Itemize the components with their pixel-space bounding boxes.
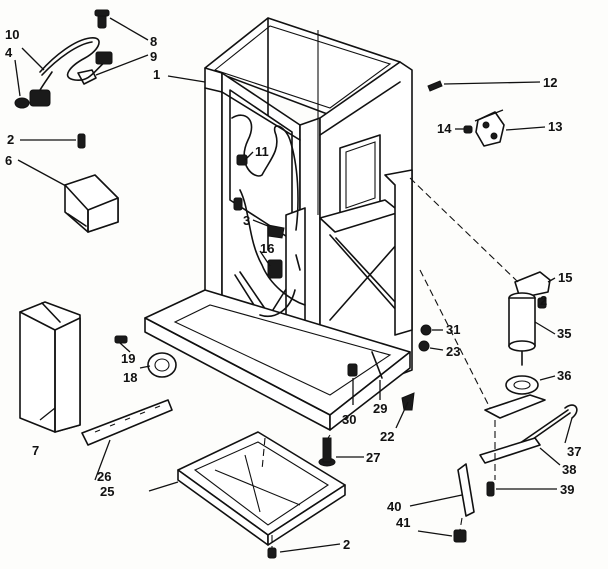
callout-25: 25	[100, 484, 115, 499]
power-cord	[29, 37, 113, 107]
motor-mount-36	[484, 375, 546, 419]
callout-37: 37	[567, 444, 582, 459]
callout-35: 35	[557, 326, 572, 341]
callout-10: 10	[5, 27, 20, 42]
callout-1: 1	[153, 67, 161, 82]
bracket-cover-6	[64, 174, 119, 233]
base-pan-25	[177, 431, 346, 546]
callout-12: 12	[543, 75, 558, 90]
bolt-19	[114, 335, 128, 344]
callout-9: 9	[150, 49, 158, 64]
screw-39	[486, 481, 495, 497]
screw-8	[94, 9, 110, 29]
bolt-27	[318, 437, 336, 467]
callout-30: 30	[342, 412, 357, 427]
washer-23	[418, 340, 430, 352]
callout-27: 27	[366, 450, 381, 465]
callout-16: 16	[260, 241, 275, 256]
latch-13	[475, 111, 505, 147]
callout-13: 13	[548, 119, 563, 134]
bushing-18	[147, 352, 177, 378]
callout-11: 11	[255, 144, 269, 159]
lever-40	[457, 463, 475, 517]
clip-41	[453, 529, 467, 543]
callout-29: 29	[373, 401, 388, 416]
callout-2: 2	[7, 132, 15, 147]
callout-23: 23	[446, 344, 461, 359]
callout-39: 39	[560, 482, 575, 497]
callout-2: 2	[343, 537, 351, 552]
internal-wiring	[231, 114, 306, 317]
screw-14	[463, 125, 473, 134]
screw-2-bottom	[267, 547, 277, 559]
bracket-38	[479, 437, 541, 464]
side-panel-7	[19, 301, 81, 433]
callout-22: 22	[380, 429, 395, 444]
callout-38: 38	[562, 462, 577, 477]
washer-31	[420, 324, 432, 336]
callout-36: 36	[557, 368, 572, 383]
callout-31: 31	[446, 322, 461, 337]
callout-14: 14	[437, 121, 452, 136]
callout-41: 41	[396, 515, 411, 530]
callout-15: 15	[558, 270, 573, 285]
leader-lines	[14, 17, 573, 553]
callout-4: 4	[5, 45, 13, 60]
nut-4	[14, 97, 30, 109]
screw-12	[427, 80, 443, 92]
callout-6: 6	[5, 153, 13, 168]
callout-2: 2	[540, 293, 548, 308]
callout-19: 19	[121, 351, 136, 366]
capacitor-35	[508, 292, 536, 366]
foot-22	[401, 392, 415, 411]
callout-40: 40	[387, 499, 402, 514]
screw-2-top	[77, 133, 86, 149]
callout-3: 3	[243, 213, 251, 228]
bolt-30	[347, 363, 358, 377]
callout-26: 26	[97, 469, 112, 484]
callout-18: 18	[123, 370, 138, 385]
cabinet-frame	[144, 17, 413, 431]
clip-9	[77, 69, 97, 85]
callout-8: 8	[150, 34, 158, 49]
bolt-29	[371, 351, 383, 379]
filter-strip-26	[81, 399, 173, 446]
callout-7: 7	[32, 443, 40, 458]
screw-2-right	[537, 297, 547, 309]
